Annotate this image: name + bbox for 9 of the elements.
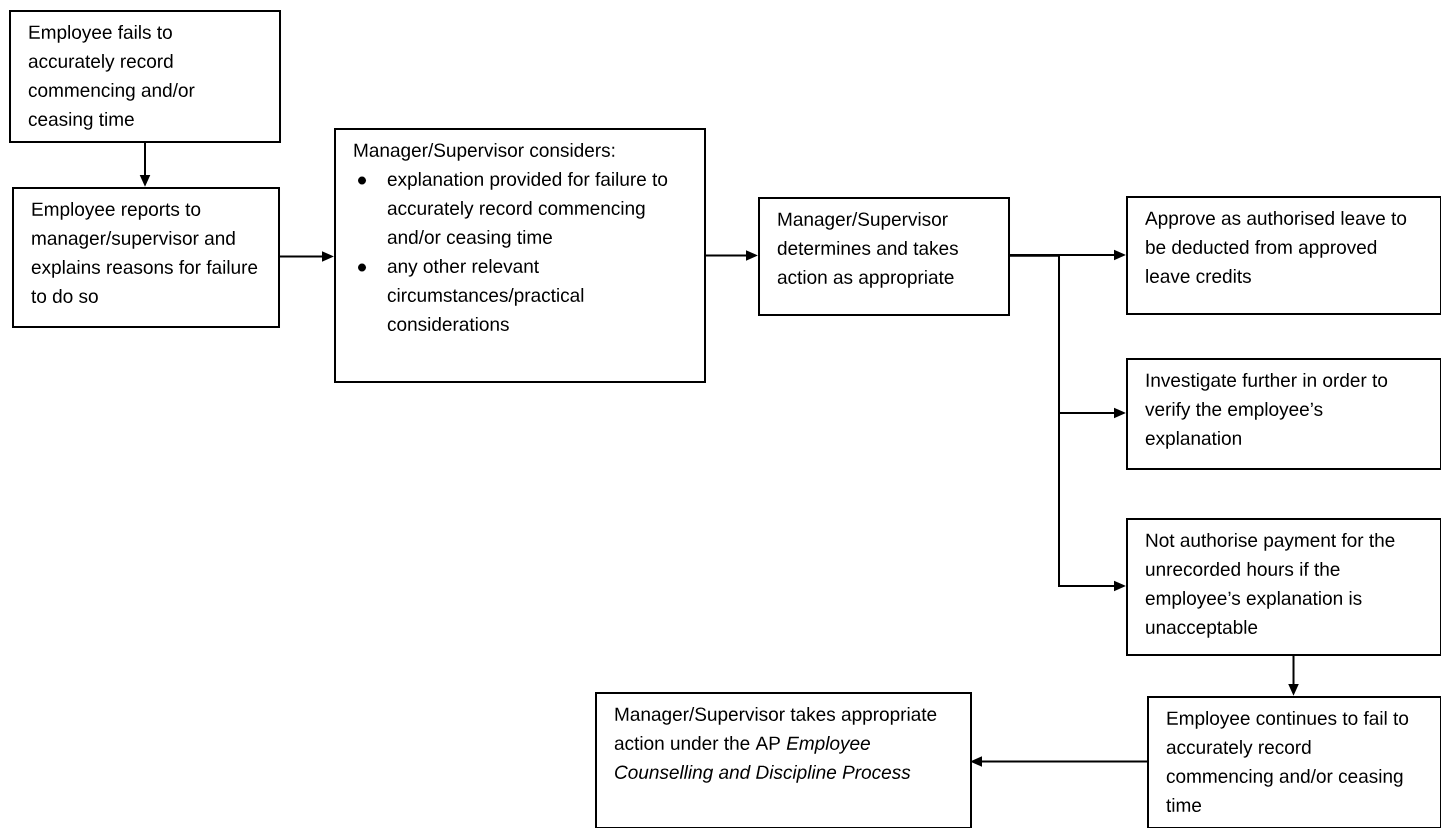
process-box: Approve as authorised leave to be deducted from approved leave credits [1126,196,1441,315]
process-box: Employee fails to accurately record commencing and/or ceasing time [9,10,281,143]
process-box: Manager/Supervisor determines and takes action as appropriate [758,197,1010,316]
process-box: Manager/Supervisor takes appropriate action under the AP Employee Counselling and Discipline Process [595,692,972,828]
process-box: Not authorise payment for the unrecorded hours if the employee’s explanation is unacceptable [1126,518,1441,656]
process-box: Employee reports to manager/supervisor and explains reasons for failure to do so [12,187,280,328]
process-box: Manager/Supervisor considers: explanation provided for failure to accurately record commencing and/or ceasing time any other relevant circumstances/practical considerations [334,128,706,383]
process-box: Employee continues to fail to accurately record commencing and/or ceasing time [1147,696,1441,828]
process-box: Investigate further in order to verify the employee’s explanation [1126,358,1441,470]
